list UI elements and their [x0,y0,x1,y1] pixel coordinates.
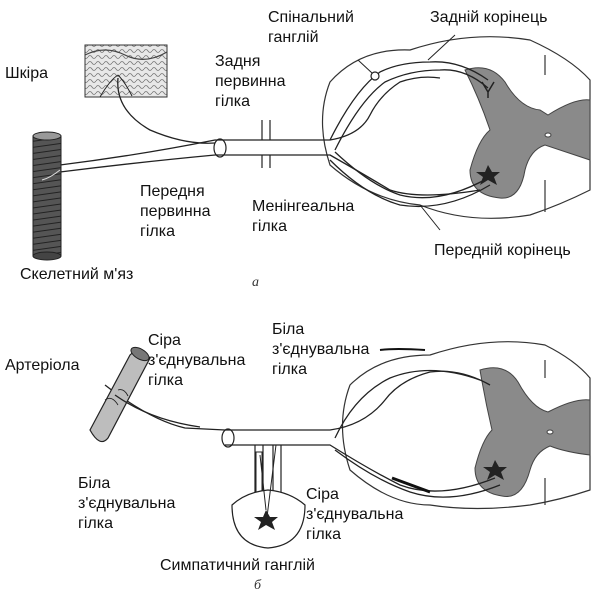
label-skin: Шкіра [5,64,48,84]
label-gray-ramus-top: Сіра з'єднувальна гілка [148,331,245,391]
spinal-ganglion-a [371,72,379,80]
label-skeletal-muscle: Скелетний м'яз [20,265,133,285]
label-dorsal-root: Задній корінець [430,8,547,28]
white-ramus-pointer-top [380,349,425,350]
trunk-section-b [222,429,234,447]
dorsal-root-inner-a [335,70,488,150]
dorsal-root-pointer-a [428,35,455,60]
label-ventral-ramus: Передня первинна гілка [140,182,210,242]
arteriole [90,345,151,442]
ventral-root-a [335,152,488,198]
label-ventral-root: Передній корінець [434,241,571,261]
label-arteriole: Артеріола [5,356,80,376]
dorsal-ramus-stub-a [262,120,270,140]
trunk-section-a [214,139,226,157]
label-meningeal-branch: Менінгеальна гілка [252,197,354,237]
skin-block [85,45,167,97]
label-white-ramus-top: Біла з'єднувальна гілка [272,320,369,380]
panel-letter-b: б [254,578,261,594]
label-gray-ramus-bottom: Сіра з'єднувальна гілка [306,485,403,545]
panel-letter-a: а [252,275,259,291]
central-canal-b [547,430,553,434]
label-white-ramus-bottom: Біла з'єднувальна гілка [78,474,175,534]
ganglion-pointer-a [358,60,372,73]
meningeal-stub-a [262,155,270,168]
gray-matter-b [475,368,590,497]
central-canal-a [545,133,551,137]
label-sympathetic-ganglion: Симпатичний ганглій [160,556,315,576]
label-spinal-ganglion: Спінальний ганглій [268,8,354,48]
skeletal-muscle [33,132,61,260]
label-dorsal-ramus: Задня первинна гілка [215,52,285,112]
